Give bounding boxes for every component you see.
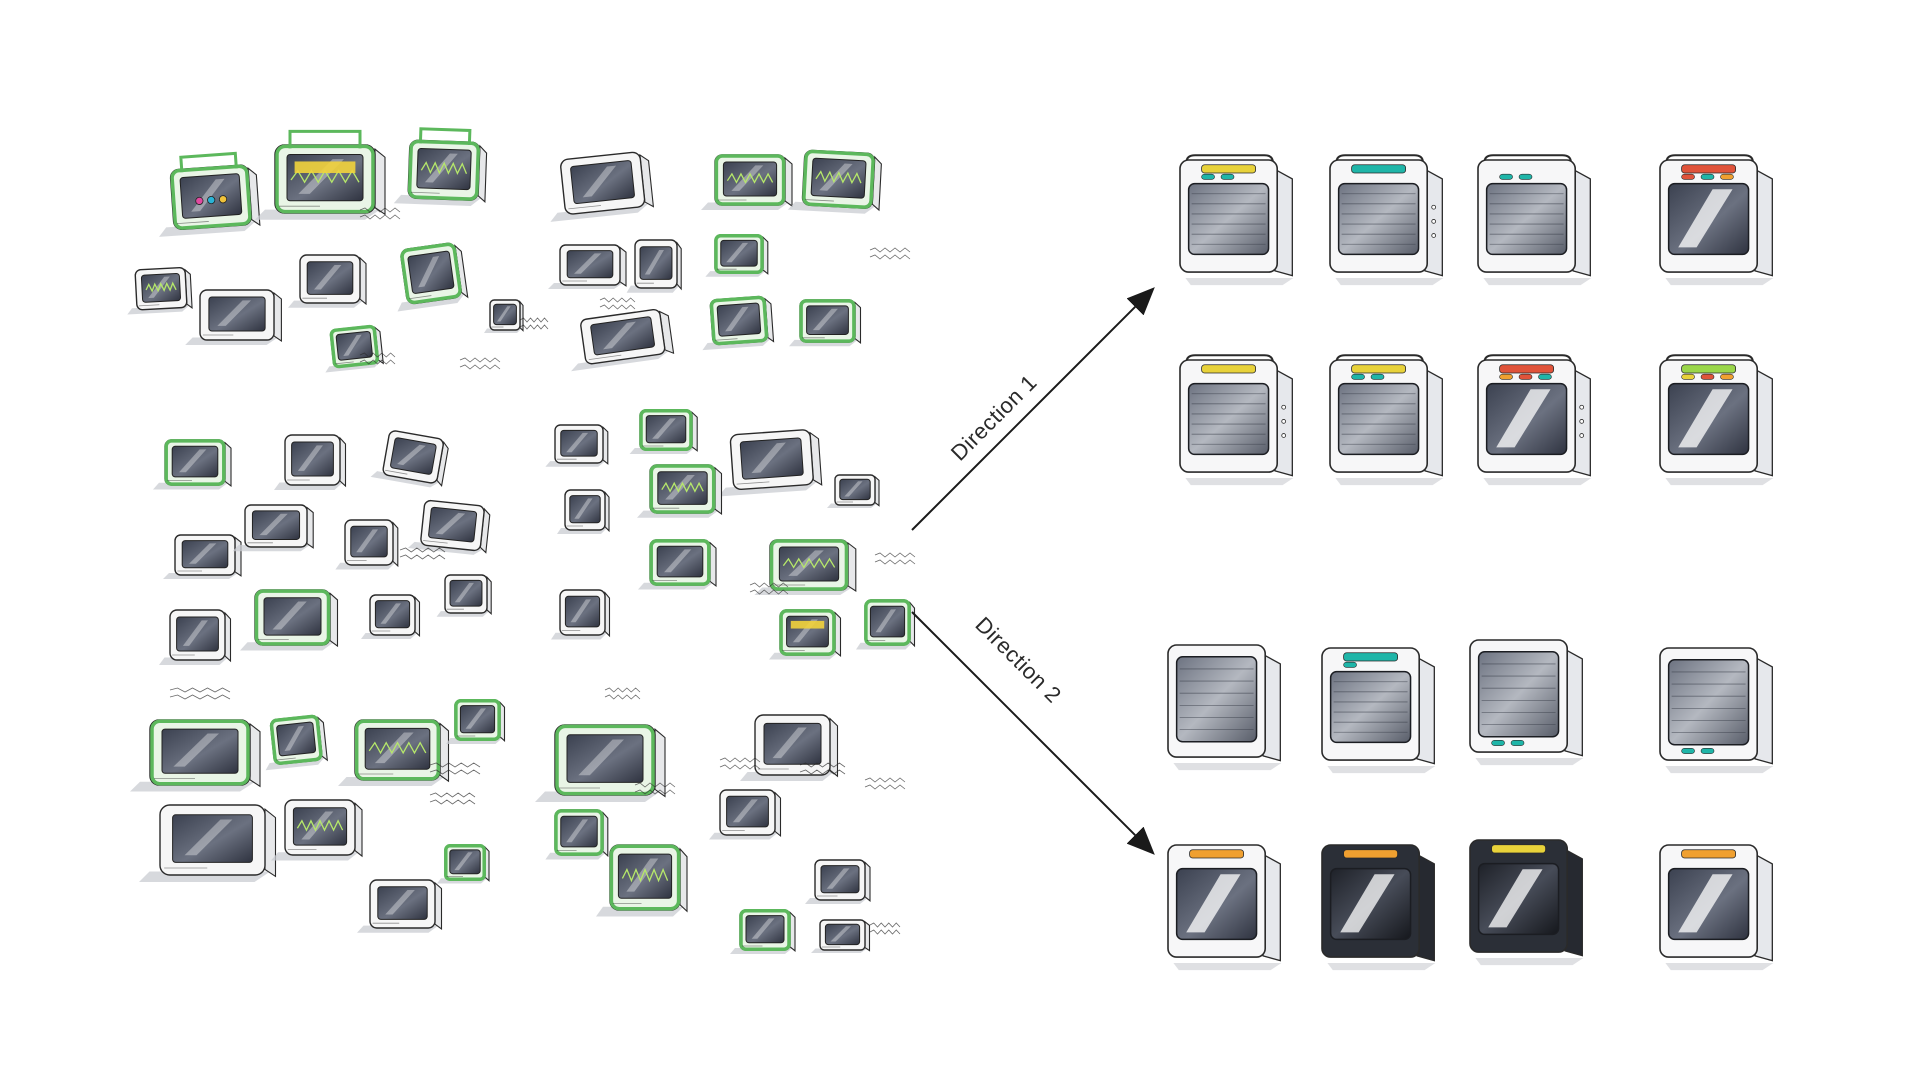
- sketch-annotation-18: [604, 687, 641, 700]
- concept-sketch-3: [393, 127, 488, 206]
- sketch-annotation-15: [634, 782, 676, 795]
- concept-sketch-9: [484, 299, 524, 333]
- sketch-annotation-9: [874, 552, 916, 565]
- sketch-annotation-13: [719, 757, 761, 770]
- concept-sketch-50: [740, 714, 839, 781]
- concept-sketch-13: [548, 244, 627, 289]
- direction-2-concept-8: [1659, 844, 1774, 971]
- concept-sketch-22: [163, 534, 242, 579]
- sketch-annotation-1: [359, 207, 401, 220]
- concept-sketch-39: [551, 589, 611, 640]
- concept-sketch-12: [787, 149, 882, 214]
- concept-sketch-43: [338, 719, 450, 786]
- concept-sketch-31: [629, 409, 698, 454]
- concept-sketch-46: [271, 799, 363, 861]
- concept-sketch-47: [437, 843, 490, 884]
- concept-sketch-48: [357, 879, 443, 933]
- concept-sketch-23: [232, 504, 314, 552]
- concept-sketch-54: [805, 859, 871, 904]
- concept-sketch-16: [702, 295, 775, 351]
- exploratory-sketch-sheet: [127, 127, 916, 954]
- sketch-annotation-8: [749, 582, 789, 595]
- concept-sketch-20: [274, 434, 347, 490]
- concept-sketch-35: [827, 474, 880, 508]
- concept-sketch-52: [596, 844, 688, 917]
- direction-2-concept-grid: [1167, 639, 1774, 971]
- concept-sketch-56: [730, 909, 796, 954]
- concept-sketch-24: [335, 519, 399, 570]
- direction-1-concept-6: [1329, 354, 1444, 486]
- sketch-annotation-6: [869, 247, 911, 260]
- concept-sketch-25: [407, 499, 491, 555]
- direction-2-concept-5: [1167, 844, 1282, 971]
- direction-2-concept-4: [1659, 647, 1774, 774]
- direction-1-concept-8: [1659, 354, 1774, 486]
- direction-2-concept-6: [1321, 844, 1436, 971]
- direction-2-arrow: [911, 611, 1155, 855]
- sketch-annotation-5: [459, 357, 501, 370]
- concept-sketch-45: [139, 804, 277, 882]
- direction-1-concept-2: [1329, 154, 1444, 286]
- concept-sketch-29: [436, 574, 492, 617]
- direction-2-concept-3: [1469, 639, 1584, 766]
- direction-1-concept-7: [1477, 354, 1592, 486]
- concept-sketch-42: [265, 714, 328, 771]
- sketch-annotation-7: [399, 547, 446, 560]
- concept-sketch-51: [545, 809, 609, 860]
- concept-sketch-21: [370, 430, 449, 488]
- direction-1-concept-5: [1179, 354, 1294, 486]
- concept-sketch-7: [397, 242, 469, 312]
- concept-sketch-6: [288, 254, 367, 308]
- sketch-annotation-10: [169, 687, 231, 700]
- direction-1-arrow: [911, 287, 1155, 531]
- concept-sketch-32: [718, 429, 823, 497]
- sketch-annotation-17: [869, 922, 901, 935]
- concept-sketch-5: [185, 289, 282, 345]
- concept-sketch-49: [535, 724, 666, 802]
- sketch-annotation-12: [429, 792, 476, 805]
- concept-sketch-28: [361, 594, 421, 639]
- sketch-annotation-4: [359, 352, 396, 365]
- direction-1-concept-4: [1659, 154, 1774, 286]
- concept-sketch-37: [754, 539, 857, 595]
- concept-sketch-44: [446, 699, 506, 744]
- concept-sketch-2: [255, 129, 386, 220]
- sketch-annotation-16: [864, 777, 906, 790]
- concept-sketch-33: [557, 489, 610, 534]
- concept-sketch-19: [153, 439, 232, 490]
- sketch-annotation-11: [429, 762, 481, 775]
- direction-2-concept-2: [1321, 647, 1436, 774]
- direction-1-concept-grid: [1179, 154, 1774, 486]
- direction-2-concept-7: [1469, 839, 1584, 966]
- concept-sketch-30: [545, 424, 609, 467]
- sketch-annotation-2: [599, 297, 636, 310]
- concept-sketch-38: [856, 599, 916, 650]
- direction-1-concept-3: [1477, 154, 1592, 286]
- direction-1-label: Direction 1: [946, 370, 1042, 466]
- concept-sketch-41: [130, 719, 261, 792]
- concept-sketch-1: [159, 151, 261, 237]
- direction-1-concept-1: [1179, 154, 1294, 286]
- concept-sketch-4: [127, 266, 193, 315]
- concept-sketch-40: [769, 609, 842, 660]
- concept-sketch-15: [705, 234, 769, 277]
- concept-sketch-26: [159, 609, 232, 665]
- concept-sketch-36: [638, 539, 717, 590]
- direction-2-concept-1: [1167, 644, 1282, 771]
- concept-sketch-27: [240, 589, 339, 651]
- direction-2-label: Direction 2: [970, 612, 1066, 708]
- concept-sketch-14: [626, 239, 682, 293]
- sketch-annotation-14: [799, 762, 846, 775]
- concept-sketch-55: [811, 919, 871, 953]
- concept-sketch-11: [701, 154, 793, 210]
- concept-sketch-8: [325, 324, 384, 373]
- concept-sketch-53: [709, 789, 782, 840]
- concept-sketch-18: [571, 308, 675, 372]
- concept-sketch-10: [550, 151, 655, 222]
- concept-sketch-17: [789, 299, 862, 347]
- sketch-annotation-3: [519, 317, 549, 330]
- concept-sketch-34: [637, 464, 723, 518]
